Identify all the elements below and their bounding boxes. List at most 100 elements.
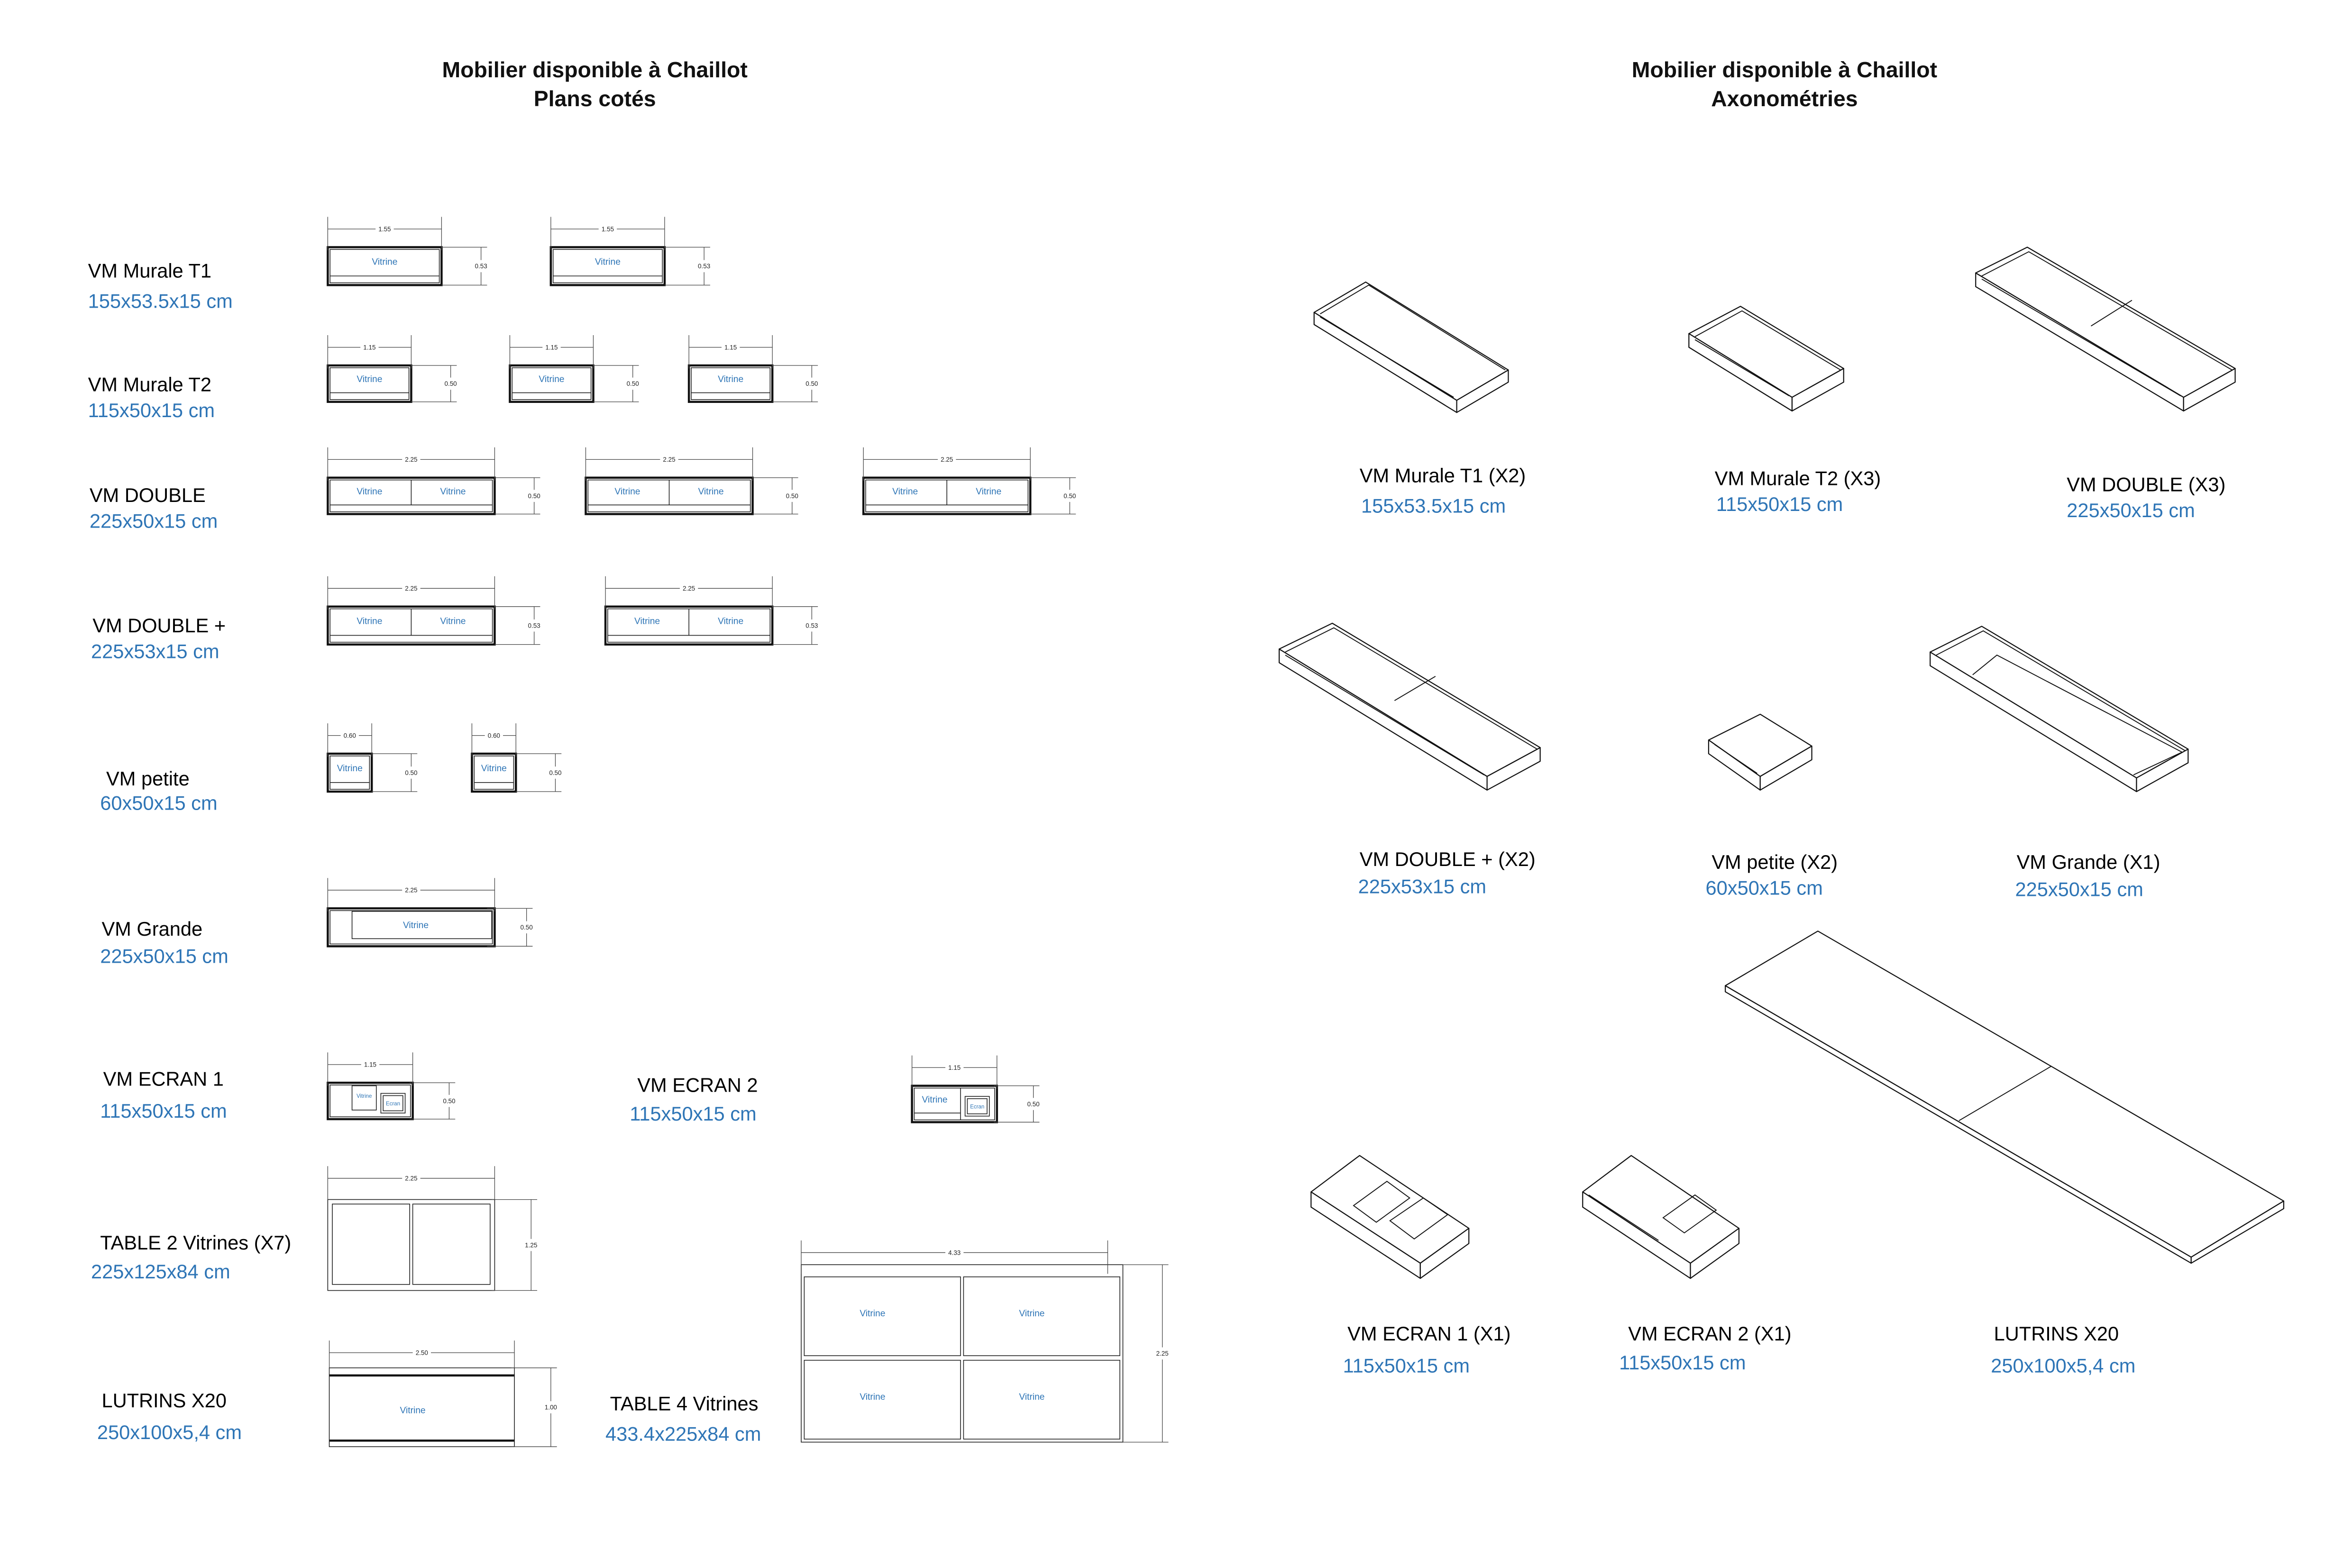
axo-item-name: VM ECRAN 2 (X1)	[1628, 1322, 1791, 1345]
vitrine-inner	[512, 367, 592, 400]
depth-dimension-label: 0.53	[805, 622, 818, 629]
width-dimension-label: 2.25	[941, 456, 953, 463]
vitrine-label: Vitrine	[357, 487, 382, 497]
item-name: TABLE 2 Vitrines (X7)	[100, 1231, 291, 1254]
axo-item-name: VM Murale T1 (X2)	[1360, 464, 1526, 486]
right-title-line2: Axonométries	[1711, 86, 1858, 111]
depth-dimension-label: 2.25	[1156, 1350, 1169, 1357]
table-vitrine-cell	[963, 1276, 1120, 1356]
vitrine-frame	[585, 476, 754, 515]
width-dimension-label: 1.55	[378, 226, 391, 233]
vitrine-inner	[329, 756, 370, 790]
depth-dimension-label: 0.50	[528, 492, 540, 500]
left-title-line2: Plans cotés	[534, 86, 656, 111]
axo-vm-petite	[1708, 713, 1812, 791]
item-dims: 225x50x15 cm	[90, 510, 218, 532]
axo-item-dims: 155x53.5x15 cm	[1361, 494, 1506, 517]
axo-item-name: VM DOUBLE (X3)	[2067, 474, 2225, 496]
axo-item-name: VM Grande (X1)	[2017, 851, 2160, 873]
axonometric-drawings	[1279, 246, 2285, 1279]
vitrine-inner	[474, 756, 514, 790]
depth-dimension-label: 0.50	[405, 769, 417, 776]
vitrine-label: Vitrine	[718, 616, 743, 626]
vitrine-label: Vitrine	[357, 616, 382, 626]
left-title-line1: Mobilier disponible à Chaillot	[442, 57, 748, 82]
vitrine-label: Vitrine	[1019, 1309, 1044, 1319]
vitrine-label: Vitrine	[976, 487, 1001, 497]
item-dims: 250x100x5,4 cm	[97, 1421, 242, 1443]
item-dims: 115x50x15 cm	[88, 399, 215, 421]
item-dims: 115x50x15 cm	[630, 1103, 756, 1125]
axo-item-name: LUTRINS X20	[1994, 1322, 2119, 1345]
vitrine-frame	[327, 907, 496, 948]
screen	[967, 1098, 988, 1114]
right-labels: VM Murale T1 (X2) 155x53.5x15 cm VM Mura…	[1343, 464, 2226, 1377]
item-dims: 225x53x15 cm	[91, 640, 219, 662]
axo-item-dims: 115x50x15 cm	[1619, 1351, 1746, 1374]
width-dimension-label: 1.55	[602, 226, 614, 233]
vitrine-frame	[509, 364, 595, 403]
vitrine-inner	[691, 367, 771, 400]
vitrine-label: Vitrine	[614, 487, 640, 497]
plan-table-2-vitrines: 2.251.25	[327, 1166, 537, 1291]
axo-vm-grande	[1930, 626, 2189, 793]
axo-item-dims: 115x50x15 cm	[1343, 1354, 1470, 1377]
table-top	[327, 1199, 495, 1291]
axo-item-dims: 115x50x15 cm	[1716, 493, 1843, 515]
plan-vm-grande: Vitrine 2.25 0.50	[327, 878, 533, 948]
axo-item-name: VM DOUBLE + (X2)	[1360, 848, 1536, 870]
vitrine-label: Vitrine	[860, 1392, 885, 1402]
item-dims: 225x50x15 cm	[100, 945, 228, 967]
vitrine-label: Vitrine	[440, 616, 466, 626]
vitrine-inner	[329, 249, 440, 283]
vitrine-label: Vitrine	[892, 487, 918, 497]
plan-vitrine: Vitrine Vitrine 2.25 0.50	[862, 447, 1076, 515]
width-dimension-label: 0.60	[488, 732, 500, 739]
width-dimension-label: 1.15	[363, 344, 375, 351]
item-name: VM Murale T1	[88, 259, 211, 282]
vitrine-frame	[327, 1082, 414, 1121]
lutrin-top	[329, 1367, 515, 1447]
width-dimension-label: 1.15	[948, 1064, 961, 1071]
axo-vm-murale-t2	[1688, 306, 1844, 412]
vitrine-frame	[327, 246, 443, 286]
vitrine-label: Vitrine	[539, 374, 564, 384]
vitrine-label: Vitrine	[634, 616, 660, 626]
width-dimension-label: 1.15	[724, 344, 737, 351]
axo-item-name: VM ECRAN 1 (X1)	[1347, 1322, 1510, 1345]
depth-dimension-label: 0.50	[627, 380, 639, 387]
screen	[383, 1095, 403, 1112]
axo-vm-murale-t1	[1313, 281, 1509, 413]
width-dimension-label: 2.25	[683, 585, 695, 592]
vitrine-label: Vitrine	[372, 257, 397, 267]
axo-lutrins	[1725, 930, 2285, 1264]
vitrine-label: Vitrine	[698, 487, 723, 497]
item-dims: 60x50x15 cm	[100, 792, 217, 814]
vitrine-label: Vitrine	[357, 374, 382, 384]
width-dimension-label: 2.25	[405, 1175, 417, 1182]
width-dimension-label: 2.25	[405, 456, 417, 463]
vitrine-inner	[329, 910, 493, 945]
vitrine-label: Vitrine	[718, 374, 743, 384]
vitrine-frame	[604, 605, 774, 646]
depth-dimension-label: 0.50	[445, 380, 457, 387]
vitrine-frame	[549, 246, 666, 286]
depth-dimension-label: 0.50	[1063, 492, 1076, 500]
depth-dimension-label: 0.50	[521, 924, 533, 931]
vitrine-frame	[911, 1085, 998, 1123]
axo-vm-ecran-1	[1310, 1155, 1470, 1279]
vitrine-frame	[327, 476, 496, 515]
item-name: LUTRINS X20	[101, 1389, 226, 1412]
vitrine-label: Vitrine	[403, 921, 429, 930]
width-dimension-label: 2.25	[405, 887, 417, 894]
